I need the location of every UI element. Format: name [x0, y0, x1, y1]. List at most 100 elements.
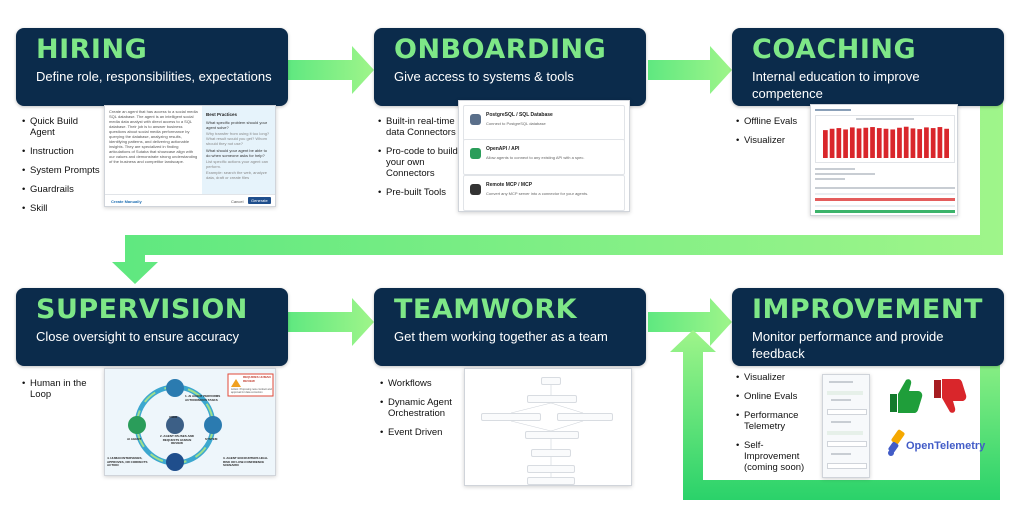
list-item: Visualizer: [736, 135, 810, 146]
hiring-bullets: Quick Build Agent Instruction System Pro…: [22, 116, 100, 222]
stage-title: IMPROVEMENT: [752, 294, 983, 325]
workflow-node[interactable]: [531, 449, 571, 457]
answer: Why transfer from using it too long? Wha…: [206, 131, 270, 146]
opentelemetry-label: OpenTelemetry: [906, 440, 986, 452]
stage-subtitle: Close oversight to ensure accuracy: [36, 329, 240, 344]
chart-bar: [829, 128, 835, 158]
arrow-onboarding-coaching: [648, 46, 732, 94]
step-label: 1. AI AGENT PERFORMS AUTONOMOUS TASKS: [185, 394, 221, 402]
chart-bar: [917, 129, 923, 158]
hitl-cycle-diagram: [128, 373, 274, 471]
question: What specific problem should your agent …: [206, 120, 268, 130]
onboarding-screenshot: PostgreSQL / SQL Database Connect to Pos…: [458, 100, 630, 212]
onboarding-bullets: Built-in real-time data Connectors Pro-c…: [378, 116, 458, 206]
list-item: Pro-code to build your own Connectors: [378, 146, 458, 179]
answer: Example: search the web, analyze data, d…: [206, 170, 267, 180]
connector-title: OpenAPI / API: [486, 146, 520, 152]
arrow-hiring-onboarding: [288, 46, 374, 94]
chart-bar: [903, 126, 909, 158]
workflow-node[interactable]: [481, 413, 541, 421]
thumbs-up-icon: [890, 379, 923, 413]
chart-bar: [930, 128, 936, 158]
chart-bar: [937, 127, 943, 158]
stage-card-hiring: HIRING Define role, responsibilities, ex…: [16, 28, 288, 106]
best-practices-panel: Best Practices What specific problem sho…: [202, 106, 275, 194]
answer: List specific actions your agent can per…: [206, 159, 269, 169]
workflow-graph: [510, 385, 584, 477]
workflow-node[interactable]: [527, 395, 577, 403]
plug-icon: [470, 148, 481, 159]
connector-mcp[interactable]: Remote MCP / MCP Convert any MCP server …: [463, 175, 625, 211]
list-item: Performance Telemetry: [736, 410, 816, 432]
hiring-screenshot: Create an agent that has access to a soc…: [104, 105, 276, 207]
eval-bar-chart: [823, 118, 949, 158]
connector-desc: Connect to PostgreSQL database: [486, 121, 546, 126]
connector-openapi[interactable]: OpenAPI / API Allow agents to connect to…: [463, 139, 625, 175]
stage-title: TEAMWORK: [394, 294, 578, 325]
list-item: Skill: [22, 203, 100, 214]
chart-bar: [890, 129, 896, 158]
workflow-node[interactable]: [527, 477, 575, 485]
mcp-icon: [470, 184, 481, 195]
node-label: USER: [169, 415, 178, 419]
step-label: 3. AGENT ENCOUNTERS HIGH-RISK OR LOW-CON…: [223, 456, 268, 467]
chart-bar: [836, 128, 842, 158]
chart-bar: [876, 128, 882, 158]
connector-title: Remote MCP / MCP: [486, 182, 533, 188]
list-item: Workflows: [380, 378, 464, 389]
list-item: Human in the Loop: [22, 378, 102, 400]
stage-card-coaching: COACHING Internal education to improve c…: [732, 28, 1004, 106]
stage-title: HIRING: [36, 34, 148, 65]
badge-text: Action: Proposing new contract and appro…: [231, 388, 272, 394]
list-item: Instruction: [22, 146, 100, 157]
chart-bar: [883, 128, 889, 158]
question: What should your agent be able to do whe…: [206, 148, 267, 158]
chart-bar: [944, 128, 949, 158]
arrow-coaching-supervision: [112, 95, 1003, 284]
workflow-node[interactable]: [541, 377, 561, 385]
stage-title: ONBOARDING: [394, 34, 607, 65]
arrow-teamwork-improvement: [648, 298, 732, 346]
connector-desc: Convert any MCP server into a connector …: [486, 191, 589, 196]
workflow-node[interactable]: [527, 465, 575, 473]
chart-bar: [863, 127, 869, 158]
stage-subtitle: Define role, responsibilities, expectati…: [36, 69, 272, 84]
chart-bar: [870, 127, 875, 158]
connector-desc: Allow agents to connect to any existing …: [486, 155, 585, 160]
list-item: Dynamic Agent Orchestration: [380, 397, 464, 419]
workflow-node[interactable]: [525, 431, 579, 439]
stage-card-teamwork: TEAMWORK Get them working together as a …: [374, 288, 646, 366]
list-item: Guardrails: [22, 184, 100, 195]
chart-bar: [897, 127, 902, 158]
chart-bar: [910, 128, 916, 158]
chart-bar: [924, 127, 929, 158]
panel-title: Best Practices: [206, 112, 238, 117]
stage-subtitle: Monitor performance and provide feedback: [752, 329, 944, 361]
connector-title: PostgreSQL / SQL Database: [486, 112, 553, 118]
connector-postgres[interactable]: PostgreSQL / SQL Database Connect to Pos…: [463, 105, 625, 141]
supervision-screenshot: REQUIRES HUMAN REVIEW Action: Proposing …: [104, 368, 276, 476]
teamwork-screenshot: [464, 368, 632, 486]
chart-title-strip: [856, 118, 914, 120]
node-label: SYSTEM: [205, 437, 218, 441]
coaching-bullets: Offline Evals Visualizer: [736, 116, 810, 154]
chart-bar: [856, 128, 862, 158]
thumbs-down-icon: [934, 379, 967, 413]
cancel-button[interactable]: Cancel: [231, 199, 244, 204]
stage-subtitle: Get them working together as a team: [394, 329, 608, 344]
supervision-bullets: Human in the Loop: [22, 378, 102, 408]
eval-chart-frame: [815, 115, 955, 163]
arrow-supervision-teamwork: [288, 298, 374, 346]
arrow-improvement-loop: [670, 330, 1000, 500]
workflow-node[interactable]: [557, 413, 613, 421]
chart-bar: [849, 127, 855, 158]
list-item: System Prompts: [22, 165, 100, 176]
stage-subtitle: Give access to systems & tools: [394, 69, 574, 84]
chart-bar: [843, 129, 848, 158]
stage-subtitle: Internal education to improve competence: [752, 69, 920, 101]
generate-button[interactable]: Generate: [248, 197, 271, 204]
step-label: 4. HUMAN INTERVENES, APPROVES, OR CORREC…: [107, 456, 148, 467]
list-item: Online Evals: [736, 391, 816, 402]
create-manually-link[interactable]: Create Manually: [111, 199, 142, 204]
